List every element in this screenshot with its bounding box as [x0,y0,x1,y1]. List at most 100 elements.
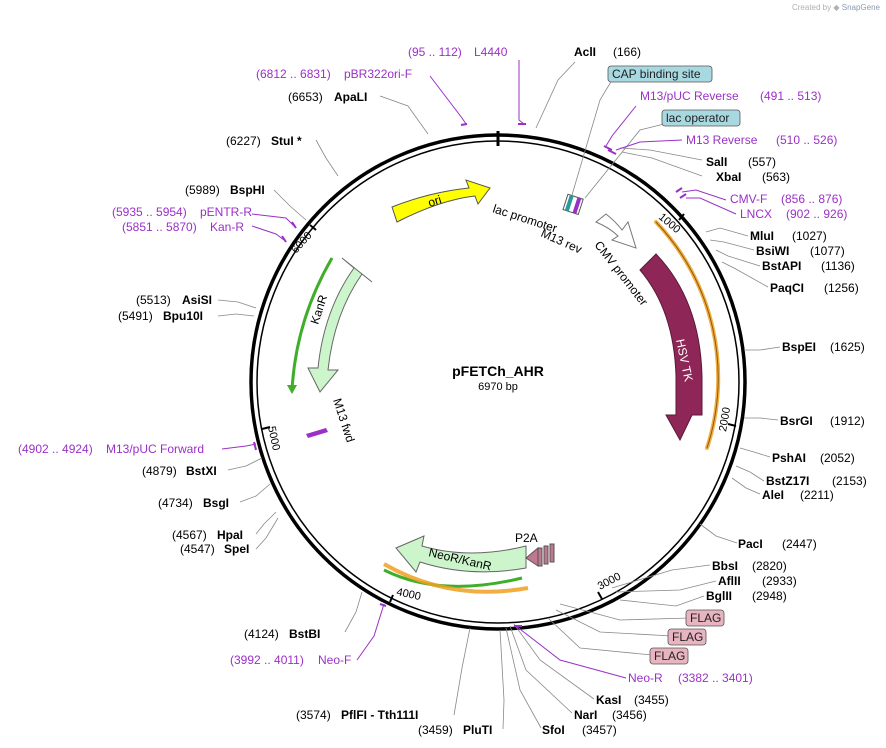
flag-box-2: FLAG [667,628,707,646]
primer-m13rev-range: (510 .. 526) [776,133,837,147]
site-13-pos: (2820) [752,559,787,573]
site-23-pos: (4567) [172,528,207,542]
site-19-name: PluTI [463,723,492,737]
site-20-pos: (3574) [296,708,331,722]
site-12-pos: (2447) [782,537,817,551]
box-label: FLAG [690,611,721,625]
site-22-pos: (4547) [180,542,215,556]
primer-neor-range: (3382 .. 3401) [678,671,753,685]
site-25-pos: (4879) [142,464,177,478]
neor-arrow [395,535,527,573]
lac-operator-box: lac operator [661,109,741,127]
ori-label: ori [426,192,443,209]
primer-m13puc-fwd-name: M13/pUC Forward [106,442,204,456]
box-label: FLAG [654,649,685,663]
primer-m13puc-rev-name: M13/pUC Reverse [640,89,739,103]
site-4-pos: (1077) [810,244,845,258]
primer-labels: (95 .. 112) L4440 (6812 .. 6831) pBR322o… [18,45,847,685]
site-0-name: AclI [574,45,596,59]
tick-3000: 3000 [596,571,623,593]
tick-6000: 6000 [289,230,314,256]
primer-cmvf-name: CMV-F [730,192,767,206]
site-4-name: BsiWI [756,244,789,258]
site-21-name: BstBI [289,627,320,641]
site-23-name: HpaI [217,528,243,542]
connectors [217,61,781,730]
cmv-promoter-label: CMV promoter [592,238,651,308]
flag-box-3: FLAG [649,647,689,665]
site-26-name: Bpu10I [163,309,203,323]
primer-pentr-name: pENTR-R [200,205,252,219]
site-16-name: KasI [596,693,621,707]
box-label: FLAG [672,630,703,644]
site-8-pos: (1912) [830,414,865,428]
primer-l4440-name: L4440 [474,45,508,59]
site-1-pos: (557) [748,155,776,169]
site-3-pos: (1027) [792,229,827,243]
site-11-name: AleI [762,488,784,502]
site-22-name: SpeI [224,542,249,556]
m13-fwd-arrow [306,428,328,438]
cap-binding-site-box: CAP binding site [607,65,713,83]
kanr-arrow [307,257,373,393]
box-label: lac operator [666,111,729,125]
site-27-name: AsiSI [182,293,212,307]
ori-arrow [391,179,491,223]
site-7-pos: (1625) [830,340,865,354]
site-5-pos: (1136) [821,259,855,273]
primer-marks [253,123,687,627]
neor-orange-arc [383,562,529,594]
site-14-pos: (2933) [762,574,797,588]
flag-box-1: FLAG [685,609,725,627]
primer-neor-name: Neo-R [628,671,663,685]
site-labels: AclI(166) SalI(557) XbaI(563) MluI(1027)… [118,45,867,737]
primer-cmvf-range: (856 .. 876) [781,192,842,206]
site-5-name: BstAPI [762,259,801,273]
primer-m13puc-rev-range: (491 .. 513) [760,89,821,103]
site-20-name: PflFI - Tth111I [341,708,418,722]
p2a-feature [525,543,555,567]
site-24-name: BsgI [203,496,229,510]
site-0-pos: (166) [613,45,641,59]
site-6-name: PaqCI [770,281,804,295]
site-2-pos: (563) [762,170,790,184]
plasmid-name: pFETCh_AHR [452,363,544,379]
site-24-pos: (4734) [158,496,193,510]
primer-kanr-name: Kan-R [210,220,244,234]
site-30-pos: (6653) [288,90,323,104]
site-2-name: XbaI [716,170,741,184]
primer-l4440-range: (95 .. 112) [408,45,462,59]
plasmid-size: 6970 bp [478,381,518,393]
hsv-tk-arrow [639,253,703,442]
primer-m13rev-name: M13 Reverse [686,133,758,147]
site-18-pos: (3457) [582,723,617,737]
site-29-pos: (6227) [226,134,261,148]
site-9-name: PshAI [772,451,806,465]
site-16-pos: (3455) [634,693,669,707]
site-13-name: BbsI [712,559,738,573]
tick-5000: 5000 [265,425,282,451]
site-11-pos: (2211) [800,488,834,502]
site-17-name: NarI [574,708,597,722]
site-21-pos: (4124) [244,627,279,641]
site-30-name: ApaLI [334,90,367,104]
site-8-name: BsrGI [780,414,813,428]
kanr-green-arc [290,257,334,391]
primer-neof-range: (3992 .. 4011) [230,653,304,667]
site-15-name: BglII [706,589,732,603]
primer-pbr322ori-range: (6812 .. 6831) [256,67,331,81]
site-9-pos: (2052) [820,451,855,465]
tick-4000: 4000 [395,586,421,603]
site-18-name: SfoI [542,723,565,737]
lac-promoter-feature [562,193,584,216]
site-3-name: MluI [750,229,774,243]
site-25-name: BstXI [186,464,217,478]
site-14-name: AflII [718,574,741,588]
site-12-name: PacI [738,537,763,551]
primer-pentr-range: (5935 .. 5954) [112,205,187,219]
primer-connectors [221,60,737,679]
site-7-name: BspEI [782,340,816,354]
tick-2000: 2000 [717,406,733,432]
primer-pbr322ori-name: pBR322ori-F [344,67,412,81]
